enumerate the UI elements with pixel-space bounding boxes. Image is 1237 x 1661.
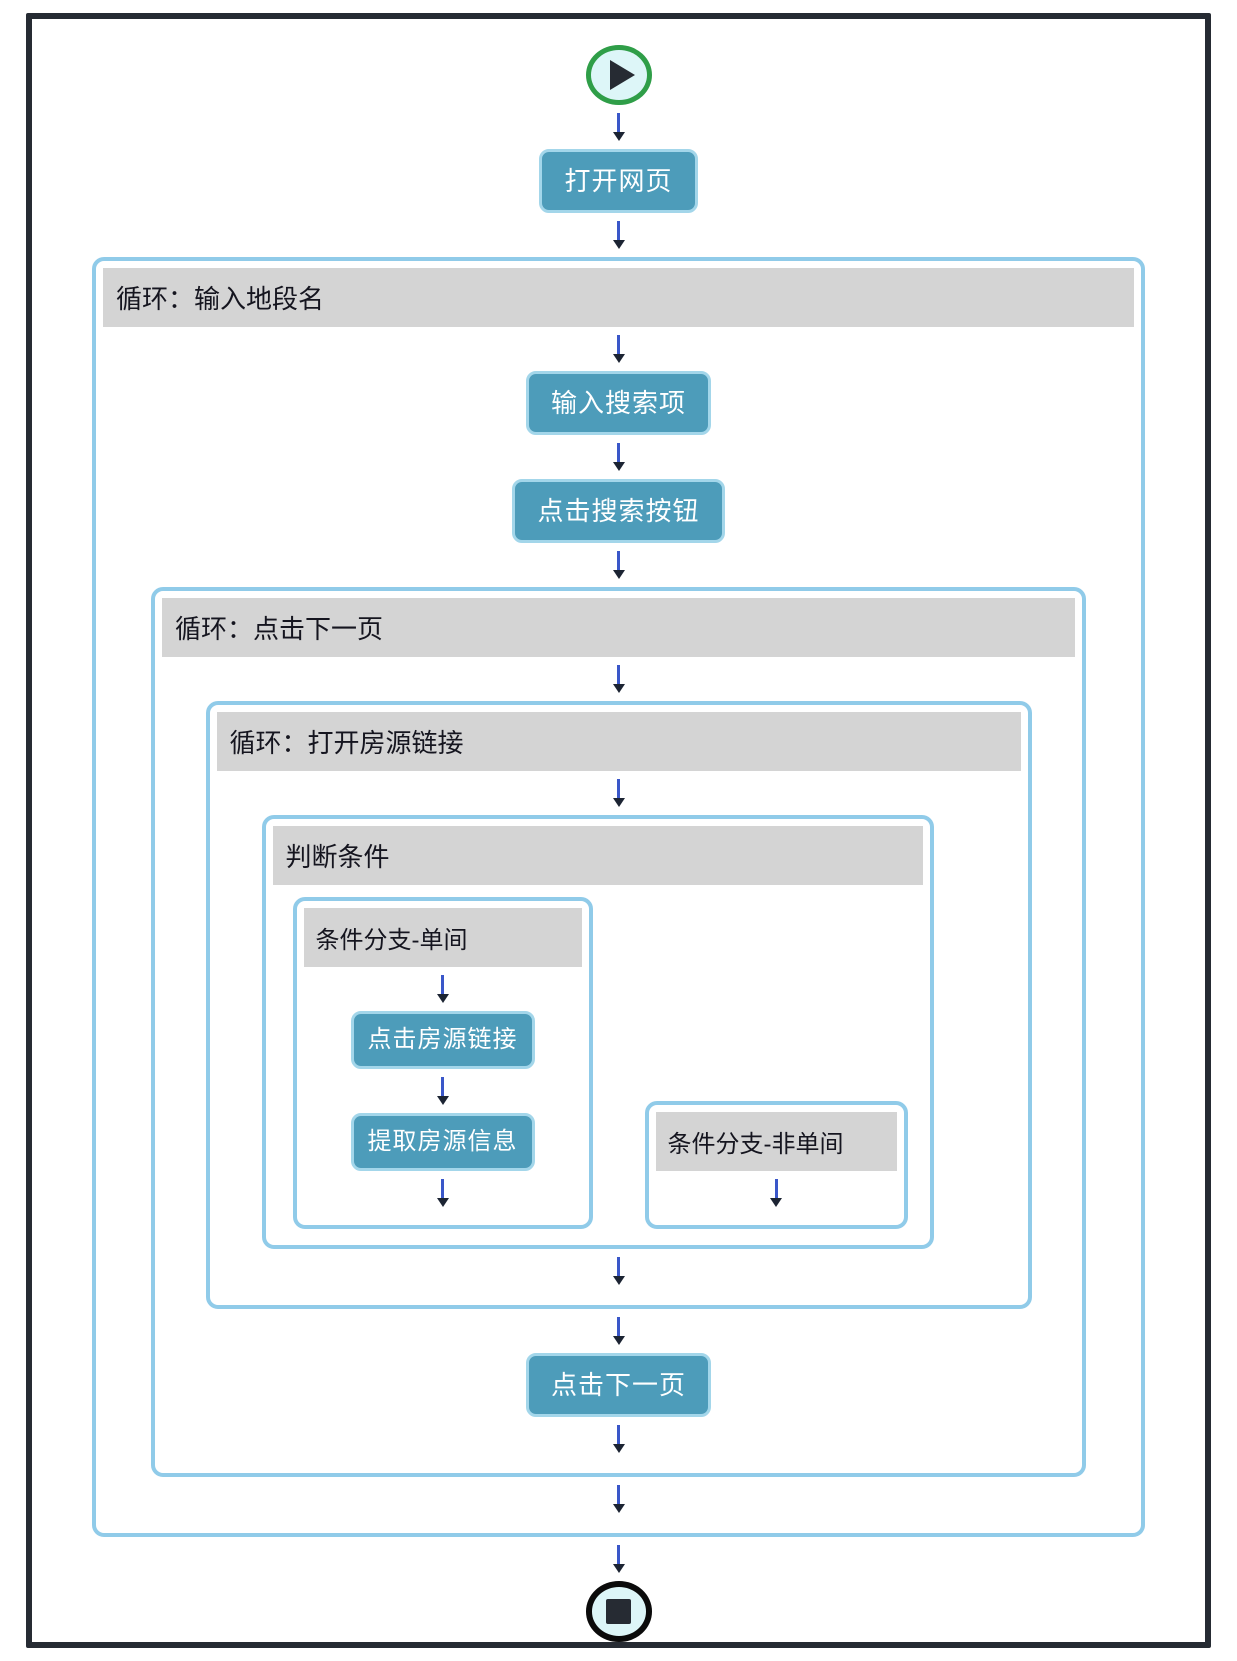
loop-next-page-container: 循环：点击下一页 循环：打开房源链接 判断条件 条件分支-单间 点击房源链接 提…: [151, 587, 1086, 1478]
workflow-canvas: 打开网页 循环：输入地段名 输入搜索项 点击搜索按钮 循环：点击下一页 循环：打…: [26, 13, 1211, 1648]
branch-not-single-header[interactable]: 条件分支-非单间: [655, 1112, 897, 1172]
extract-listing-node[interactable]: 提取房源信息: [350, 1113, 535, 1172]
down-arrow-icon: [770, 1179, 782, 1208]
loop-open-listing-header[interactable]: 循环：打开房源链接: [216, 712, 1021, 772]
down-arrow-icon: [612, 1545, 625, 1574]
stop-icon: [606, 1599, 631, 1625]
branch-not-single-container: 条件分支-非单间: [644, 1101, 908, 1230]
branch-single-container: 条件分支-单间 点击房源链接 提取房源信息: [292, 897, 593, 1230]
down-arrow-icon: [436, 1077, 449, 1106]
start-button[interactable]: [585, 45, 652, 106]
down-arrow-icon: [612, 335, 625, 364]
click-listing-node[interactable]: 点击房源链接: [350, 1011, 535, 1070]
enter-search-node[interactable]: 输入搜索项: [525, 371, 711, 436]
loop-open-listing-container: 循环：打开房源链接 判断条件 条件分支-单间 点击房源链接 提取房源信息: [205, 701, 1032, 1310]
condition-container: 判断条件 条件分支-单间 点击房源链接 提取房源信息 条件分支-非单间: [261, 815, 934, 1250]
down-arrow-icon: [612, 113, 625, 142]
down-arrow-icon: [612, 1425, 625, 1454]
open-webpage-node[interactable]: 打开网页: [539, 149, 698, 214]
down-arrow-icon: [436, 1179, 449, 1208]
play-icon: [609, 60, 635, 91]
down-arrow-icon: [612, 665, 625, 694]
loop-next-page-header[interactable]: 循环：点击下一页: [162, 598, 1075, 658]
down-arrow-icon: [612, 1257, 625, 1286]
click-search-node[interactable]: 点击搜索按钮: [512, 479, 725, 544]
down-arrow-icon: [436, 975, 449, 1004]
condition-header[interactable]: 判断条件: [272, 826, 923, 886]
branch-single-header[interactable]: 条件分支-单间: [303, 908, 582, 968]
loop-district-header[interactable]: 循环：输入地段名: [103, 268, 1134, 328]
down-arrow-icon: [612, 1485, 625, 1514]
down-arrow-icon: [612, 1317, 625, 1346]
down-arrow-icon: [612, 551, 625, 580]
click-next-page-node[interactable]: 点击下一页: [525, 1353, 711, 1418]
loop-district-container: 循环：输入地段名 输入搜索项 点击搜索按钮 循环：点击下一页 循环：打开房源链接…: [92, 257, 1145, 1538]
down-arrow-icon: [612, 221, 625, 250]
down-arrow-icon: [612, 443, 625, 472]
down-arrow-icon: [612, 779, 625, 808]
stop-button[interactable]: [585, 1581, 652, 1642]
condition-branches: 条件分支-单间 点击房源链接 提取房源信息 条件分支-非单间: [292, 897, 923, 1230]
